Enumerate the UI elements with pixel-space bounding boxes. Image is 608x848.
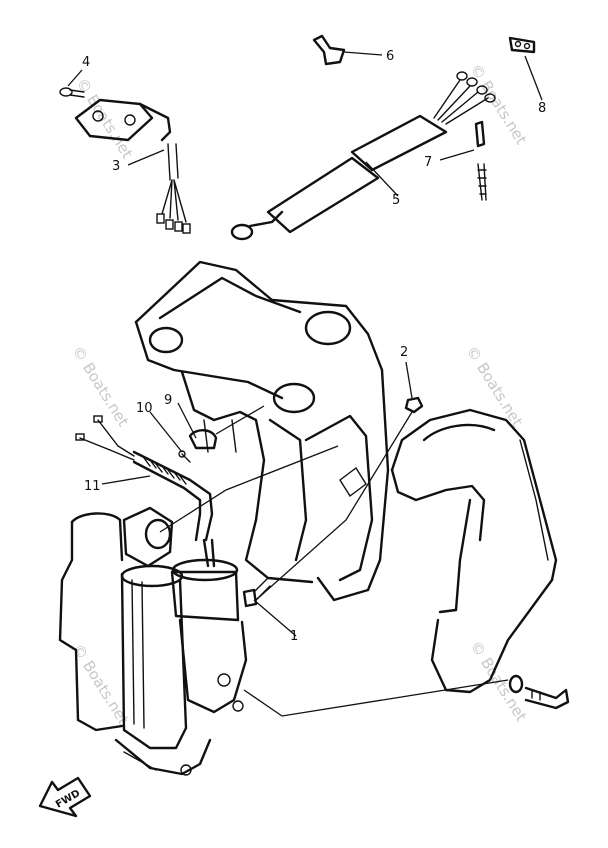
callout-9: 9 <box>164 393 172 408</box>
part-clamp-9 <box>178 429 218 463</box>
part-swivel-bracket <box>134 260 390 602</box>
part-cable-tie <box>474 120 487 201</box>
callout-6: 6 <box>386 49 394 64</box>
part-cable <box>230 71 496 241</box>
callout-4: 4 <box>82 55 90 70</box>
part-tilt-cylinder-unit <box>58 506 248 776</box>
callout-2: 2 <box>400 345 408 360</box>
callout-5: 5 <box>392 193 400 208</box>
part-clip-small <box>508 36 536 54</box>
watermark: © Boats.net <box>73 75 137 162</box>
callouts: 1 2 3 4 5 6 7 8 9 10 11 <box>82 49 546 644</box>
part-tilt-switch-assembly <box>59 87 191 234</box>
callout-3: 3 <box>112 159 120 174</box>
callout-1: 1 <box>290 629 298 644</box>
part-bolt-washer <box>508 674 570 710</box>
watermark: © Boats.net <box>69 343 133 430</box>
part-nut-2 <box>404 396 424 414</box>
callout-7: 7 <box>424 155 432 170</box>
part-harness-11 <box>75 415 214 542</box>
part-clamp-bracket <box>390 408 558 694</box>
fwd-arrow-icon: FWD <box>38 776 92 818</box>
part-clip <box>312 34 346 66</box>
callout-11: 11 <box>84 479 101 494</box>
callout-8: 8 <box>538 101 546 116</box>
leader-lines <box>67 51 543 717</box>
fwd-label: FWD <box>54 788 82 811</box>
callout-10: 10 <box>136 401 153 416</box>
